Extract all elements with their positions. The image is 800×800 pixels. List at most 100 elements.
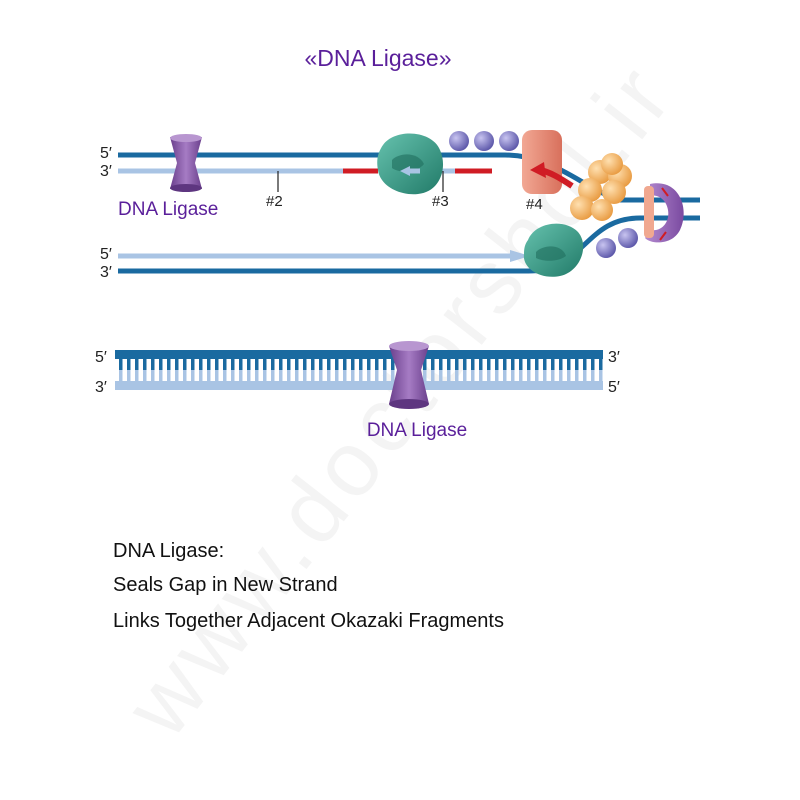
base-pair-bottom [439,370,443,381]
base-pair-bottom [455,370,459,381]
caption-line-seals: Seals Gap in New Strand [113,574,338,596]
dna-ligase-bottom [389,341,429,409]
base-pair-bottom [503,370,507,381]
base-pair-top [119,359,123,370]
base-pair-bottom [135,370,139,381]
base-pair-top [207,359,211,370]
base-pair-bottom [143,370,147,381]
base-pair-top [135,359,139,370]
base-pair-top [551,359,555,370]
base-pair-bottom [223,370,227,381]
dna-ligase-top [170,134,202,192]
base-pair-bottom [271,370,275,381]
base-pair-top [183,359,187,370]
base-pair-bottom [119,370,123,381]
diagram-title: «DNA Ligase» [304,45,451,71]
base-pair-bottom [447,370,451,381]
base-pair-top [215,359,219,370]
marker-3-label: #3 [432,193,449,210]
base-pair-bottom [383,370,387,381]
base-pair-bottom [207,370,211,381]
base-pair-top [335,359,339,370]
base-pair-bottom [567,370,571,381]
base-pair-bottom [359,370,363,381]
base-pair-top [231,359,235,370]
base-pair-top [463,359,467,370]
base-pair-top [455,359,459,370]
base-pair-bottom [215,370,219,381]
base-pair-bottom [583,370,587,381]
sealed-duplex [115,350,603,390]
base-pair-top [487,359,491,370]
leading-strand-arrow [510,250,530,262]
base-pair-top [375,359,379,370]
base-pair-top [263,359,267,370]
top-5prime-label: 5′ [100,145,112,162]
base-pair-bottom [127,370,131,381]
base-pair-top [383,359,387,370]
base-pair-bottom [375,370,379,381]
base-pair-rungs [119,359,603,381]
ssb-proteins-bottom [596,228,638,258]
base-pair-top [319,359,323,370]
ssb-proteins-top [449,131,519,151]
base-pair-top [247,359,251,370]
base-pair-bottom [183,370,187,381]
base-pair-top [431,359,435,370]
marker-2-label: #2 [266,193,283,210]
duplex-left-5prime: 5′ [95,349,107,366]
base-pair-bottom [311,370,315,381]
base-pair-bottom [175,370,179,381]
lower-5prime-label: 5′ [100,246,112,263]
base-pair-bottom [247,370,251,381]
base-pair-top [559,359,563,370]
base-pair-bottom [391,370,395,381]
caption-heading: DNA Ligase: [113,540,225,562]
base-pair-top [583,359,587,370]
base-pair-top [271,359,275,370]
base-pair-bottom [159,370,163,381]
base-pair-bottom [543,370,547,381]
duplex-right-3prime: 3′ [608,349,620,366]
base-pair-top [471,359,475,370]
base-pair-bottom [479,370,483,381]
base-pair-top [519,359,523,370]
base-pair-top [447,359,451,370]
base-pair-top [479,359,483,370]
base-pair-bottom [263,370,267,381]
base-pair-top [367,359,371,370]
base-pair-top [535,359,539,370]
base-pair-top [527,359,531,370]
base-pair-top [143,359,147,370]
base-pair-top [439,359,443,370]
base-pair-bottom [599,370,603,381]
base-pair-bottom [559,370,563,381]
base-pair-top [223,359,227,370]
base-pair-bottom [343,370,347,381]
base-pair-top [567,359,571,370]
base-pair-bottom [191,370,195,381]
base-pair-bottom [463,370,467,381]
base-pair-bottom [255,370,259,381]
base-pair-top [151,359,155,370]
base-pair-top [327,359,331,370]
ligase-label-bottom: DNA Ligase [367,420,467,441]
base-pair-bottom [519,370,523,381]
base-pair-top [255,359,259,370]
base-pair-top [295,359,299,370]
base-pair-bottom [279,370,283,381]
dna-polymerase-leading [523,223,584,277]
topoisomerase [644,183,684,243]
base-pair-bottom [335,370,339,381]
base-pair-bottom [575,370,579,381]
base-pair-bottom [167,370,171,381]
base-pair-top [343,359,347,370]
base-pair-top [175,359,179,370]
base-pair-top [511,359,515,370]
base-pair-top [287,359,291,370]
base-pair-top [191,359,195,370]
base-pair-top [591,359,595,370]
base-pair-top [599,359,603,370]
